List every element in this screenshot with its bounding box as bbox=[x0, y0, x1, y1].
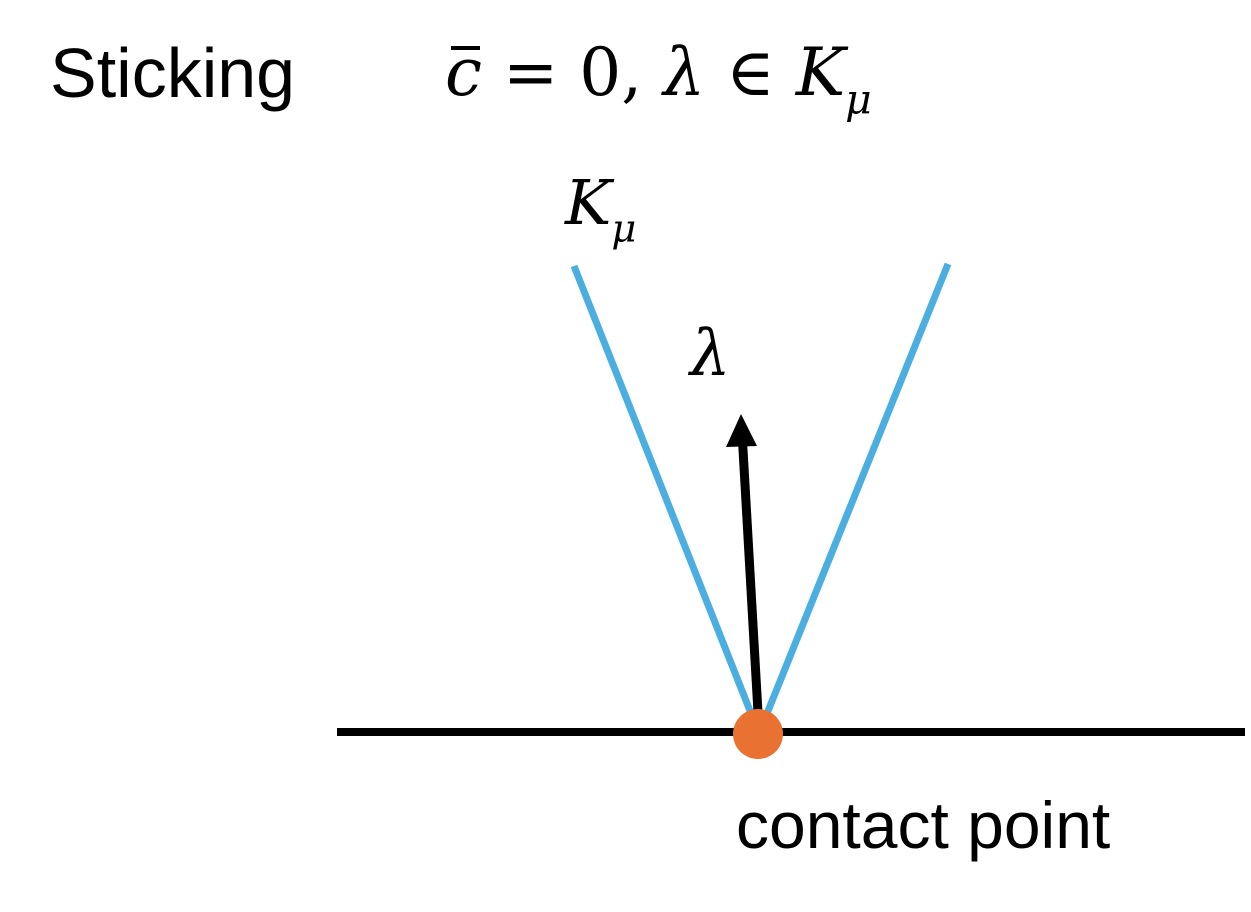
c-bar-variable: c bbox=[445, 34, 482, 111]
condition-set-subscript: μ bbox=[845, 75, 872, 124]
force-label: λ bbox=[690, 317, 731, 391]
sticking-condition: c = 0, λ ∈ Kμ bbox=[445, 40, 872, 120]
force-arrow bbox=[737, 431, 764, 731]
condition-element-of: ∈ bbox=[705, 34, 796, 111]
condition-lambda: λ bbox=[663, 34, 706, 111]
cone-left-edge bbox=[570, 264, 760, 728]
cone-right-edge bbox=[758, 262, 952, 728]
force-arrow-head bbox=[726, 414, 757, 447]
contact-point-caption: contact point bbox=[736, 788, 1111, 862]
cone-label: Kμ bbox=[565, 172, 636, 249]
cone-label-symbol: K bbox=[565, 166, 612, 239]
condition-equals-zero: = 0, bbox=[481, 34, 664, 111]
title: Sticking bbox=[50, 34, 296, 112]
contact-point bbox=[733, 709, 783, 759]
condition-set: K bbox=[795, 34, 846, 111]
cone-label-subscript: μ bbox=[611, 206, 637, 252]
